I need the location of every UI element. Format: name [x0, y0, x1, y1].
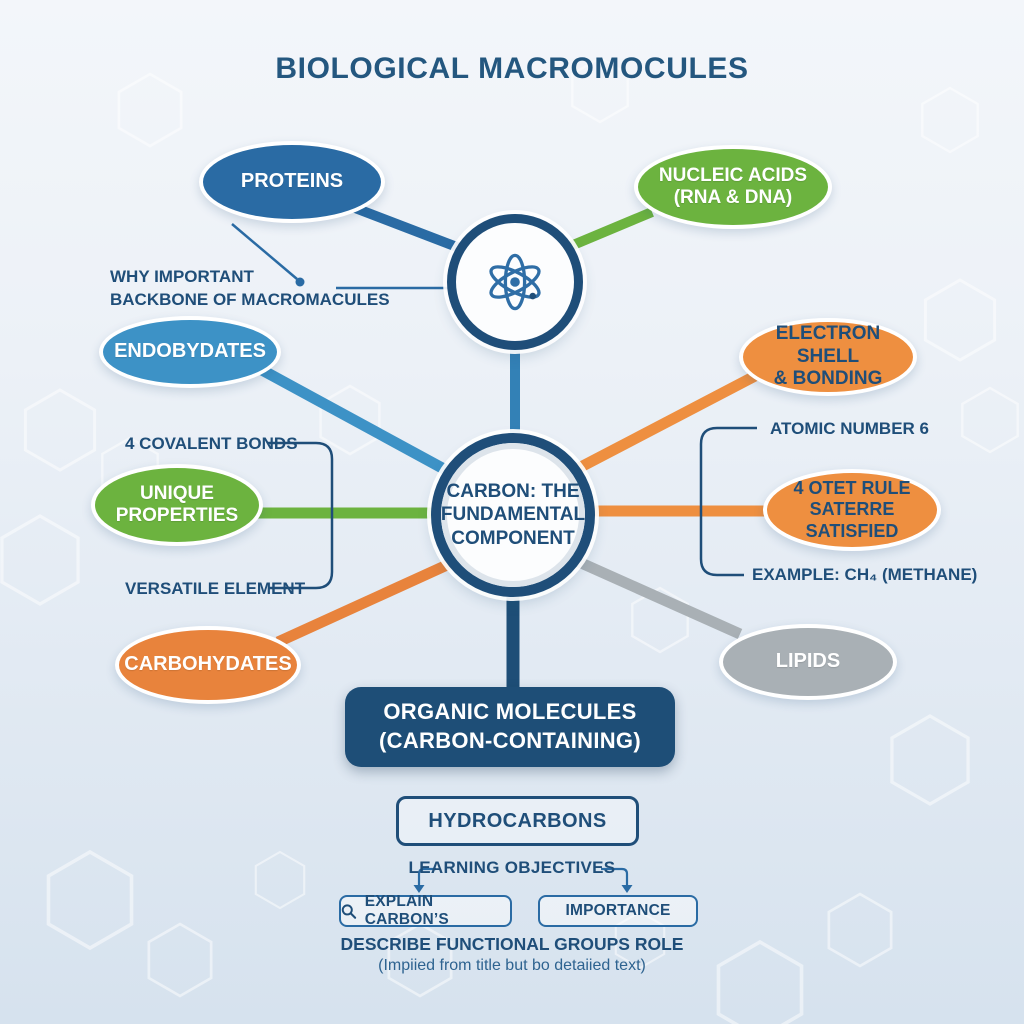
node-endobydates: ENDOBYDATES	[99, 316, 281, 388]
objective-box-explain: EXPLAIN CARBON’S	[339, 893, 512, 928]
node-electron-shell: ELECTRON SHELL & BONDING	[739, 318, 917, 396]
node-nucleic-acids-label: NUCLEIC ACIDS (RNA & DNA)	[658, 164, 808, 208]
node-carbohydates: CARBOHYDATES	[115, 626, 301, 704]
node-carbon-central: CARBON: THE FUNDAMENTAL COMPONENT	[431, 433, 595, 597]
objective-importance-label: IMPORTANCE	[565, 902, 671, 919]
objective-box-importance: IMPORTANCE	[538, 895, 698, 927]
node-proteins-label: PROTEINS	[240, 170, 344, 193]
node-octet-rule: 4 OTET RULE SATERRE SATISFIED	[763, 469, 941, 551]
node-hydrocarbons-label: HYDROCARBONS	[428, 809, 607, 832]
annotation-covalent-bonds: 4 COVALENT BONDS	[125, 434, 298, 453]
node-carbon-central-label: CARBON: THE FUNDAMENTAL COMPONENT	[440, 481, 586, 549]
atom-circle-node	[447, 214, 583, 350]
annotation-versatile-element: VERSATILE ELEMENT	[125, 579, 306, 598]
objective-explain-label: EXPLAIN CARBON’S	[364, 893, 449, 928]
annotation-why-important: WHY IMPORTANT BACKBONE OF MACROMACULES	[110, 267, 390, 309]
annotation-example-methane: EXAMPLE: CH₄ (METHANE)	[752, 565, 978, 584]
node-lipids-label: LIPIDS	[775, 650, 841, 673]
page-title: BIOLOGICAL MACROMOCULES	[275, 52, 749, 85]
node-hydrocarbons: HYDROCARBONS	[396, 796, 639, 846]
node-endobydates-label: ENDOBYDATES	[114, 340, 266, 363]
annotation-atomic-number: ATOMIC NUMBER 6	[770, 419, 929, 438]
node-carbohydates-label: CARBOHYDATES	[124, 653, 292, 676]
search-icon	[341, 903, 357, 919]
node-nucleic-acids: NUCLEIC ACIDS (RNA & DNA)	[634, 145, 832, 229]
node-unique-properties-label: UNIQUE PROPERTIES	[115, 482, 239, 526]
footer-line-describe: DESCRIBE FUNCTIONAL GROUPS ROLE	[340, 934, 684, 954]
node-organic-molecules: ORGANIC MOLECULES (CARBON-CONTAINING)	[345, 687, 675, 767]
atom-icon	[489, 253, 541, 311]
footer-line-implied: (Impiied from title but bo detaiied text…	[378, 957, 646, 974]
node-organic-molecules-label: ORGANIC MOLECULES (CARBON-CONTAINING)	[379, 699, 641, 753]
learning-objectives-heading: LEARNING OBJECTIVES	[408, 858, 616, 877]
node-lipids: LIPIDS	[719, 624, 897, 700]
carbon-circle-inner-ring: CARBON: THE FUNDAMENTAL COMPONENT	[441, 443, 585, 587]
node-octet-rule-label: 4 OTET RULE SATERRE SATISFIED	[793, 478, 911, 541]
node-proteins: PROTEINS	[199, 141, 385, 223]
node-unique-properties: UNIQUE PROPERTIES	[91, 464, 263, 546]
node-electron-shell-label: ELECTRON SHELL & BONDING	[773, 323, 883, 390]
